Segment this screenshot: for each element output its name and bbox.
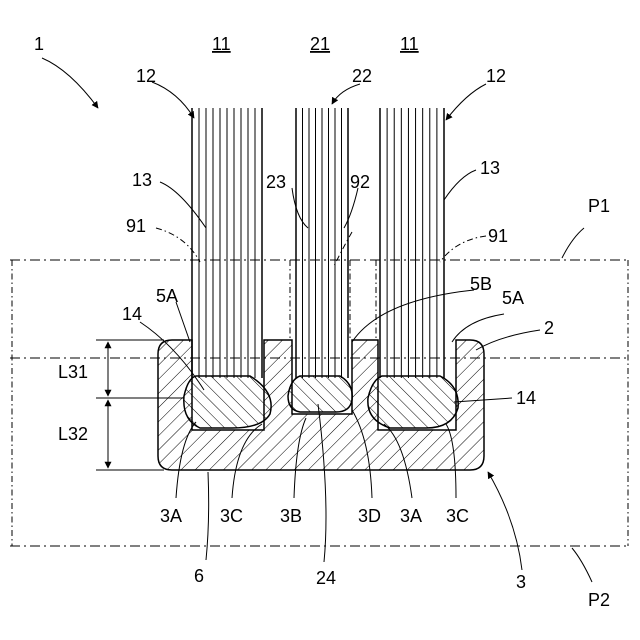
conductor-center-shape	[288, 376, 352, 412]
label-plane-bottom: P2	[588, 590, 610, 610]
label-boundary-center: 92	[350, 172, 370, 192]
label-corner-center: 5B	[470, 274, 492, 294]
label-corner-left: 5A	[156, 286, 178, 306]
leader-22	[332, 84, 360, 104]
label-wire-center: 23	[266, 172, 286, 192]
label-3c-right: 3C	[446, 506, 469, 526]
label-bundle-left: 12	[136, 66, 156, 86]
label-3d: 3D	[358, 506, 381, 526]
leader-12-left	[152, 82, 194, 118]
label-boundary-right: 91	[488, 226, 508, 246]
leader-5b	[352, 290, 474, 342]
leader-2	[476, 330, 540, 350]
leader-5a-right	[452, 314, 504, 342]
leader-6	[206, 472, 209, 560]
label-conductor-right: 14	[516, 388, 536, 408]
wire-bundle-center	[296, 108, 348, 378]
wire-bundle-left	[192, 108, 262, 378]
label-bundle-right: 12	[486, 66, 506, 86]
leader-92	[344, 188, 358, 228]
label-plane-top: P1	[588, 196, 610, 216]
leader-5a-left	[176, 302, 190, 342]
conductor-right-shape	[368, 376, 458, 428]
label-corner-right: 5A	[502, 288, 524, 308]
label-wire-left: 13	[132, 170, 152, 190]
label-wire-right: 13	[480, 158, 500, 178]
label-dim-lower: L32	[58, 424, 88, 444]
label-3b: 3B	[280, 506, 302, 526]
label-6: 6	[194, 566, 204, 586]
label-3: 3	[516, 572, 526, 592]
label-conductor-left: 14	[122, 304, 142, 324]
leader-p2	[572, 548, 592, 582]
label-24: 24	[316, 568, 336, 588]
label-bundle-center: 22	[352, 66, 372, 86]
leader-3	[488, 472, 522, 570]
leader-p1	[562, 228, 584, 258]
label-housing: 2	[544, 318, 554, 338]
leader-13-right	[444, 170, 476, 200]
leader-92-b	[334, 232, 352, 266]
label-assembly: 1	[34, 34, 44, 54]
label-group-right: 11	[400, 34, 419, 54]
conductor-left-shape	[184, 376, 271, 428]
label-group-center: 21	[310, 34, 330, 54]
label-3a-left: 3A	[160, 506, 182, 526]
leader-91-left	[156, 228, 200, 262]
label-group-left: 11	[212, 34, 231, 54]
leader-91-right	[440, 236, 486, 262]
leader-23	[292, 188, 308, 228]
label-boundary-left: 91	[126, 216, 146, 236]
label-dim-upper: L31	[58, 362, 88, 382]
leader-12-right	[446, 84, 486, 120]
label-3a-right: 3A	[400, 506, 422, 526]
wire-bundle-right	[380, 108, 444, 378]
leader-1	[42, 58, 98, 108]
label-3c-left: 3C	[220, 506, 243, 526]
